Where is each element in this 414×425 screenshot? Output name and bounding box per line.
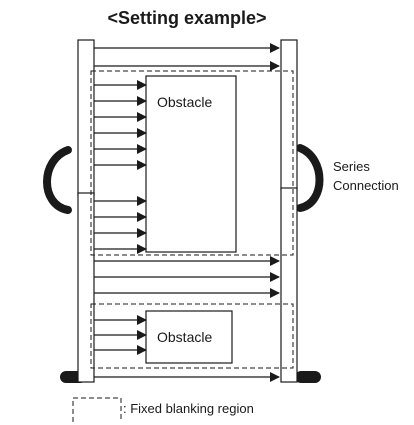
diagram-title: <Setting example> bbox=[107, 8, 266, 28]
light-beams-full bbox=[94, 43, 280, 382]
emitter-lower bbox=[77, 192, 95, 383]
emitter-upper bbox=[77, 39, 95, 196]
receiver-upper bbox=[280, 39, 298, 191]
series-connection-label-line2: Connection bbox=[333, 178, 399, 193]
series-connection-label-line1: Series bbox=[333, 159, 370, 174]
obstacle-top-label: Obstacle bbox=[157, 94, 212, 110]
legend: : Fixed blanking region bbox=[72, 397, 254, 422]
fixed-blanking-region-top bbox=[90, 70, 294, 256]
light-beams-blocked-top bbox=[94, 80, 147, 254]
bottom-cable-right bbox=[295, 371, 321, 383]
fixed-blanking-region-bottom bbox=[90, 303, 294, 369]
series-connection-cable-right bbox=[296, 144, 324, 212]
legend-label: : Fixed blanking region bbox=[123, 401, 254, 416]
receiver-lower bbox=[280, 187, 298, 383]
light-beams-blocked-bottom bbox=[94, 315, 147, 355]
series-connection-label: Series Connection bbox=[333, 159, 399, 193]
obstacle-bottom-label: Obstacle bbox=[157, 329, 212, 345]
series-connection-cable-left bbox=[43, 146, 72, 214]
legend-dashed-swatch bbox=[72, 397, 122, 422]
obstacle-top bbox=[145, 75, 237, 253]
obstacle-bottom bbox=[145, 310, 233, 364]
